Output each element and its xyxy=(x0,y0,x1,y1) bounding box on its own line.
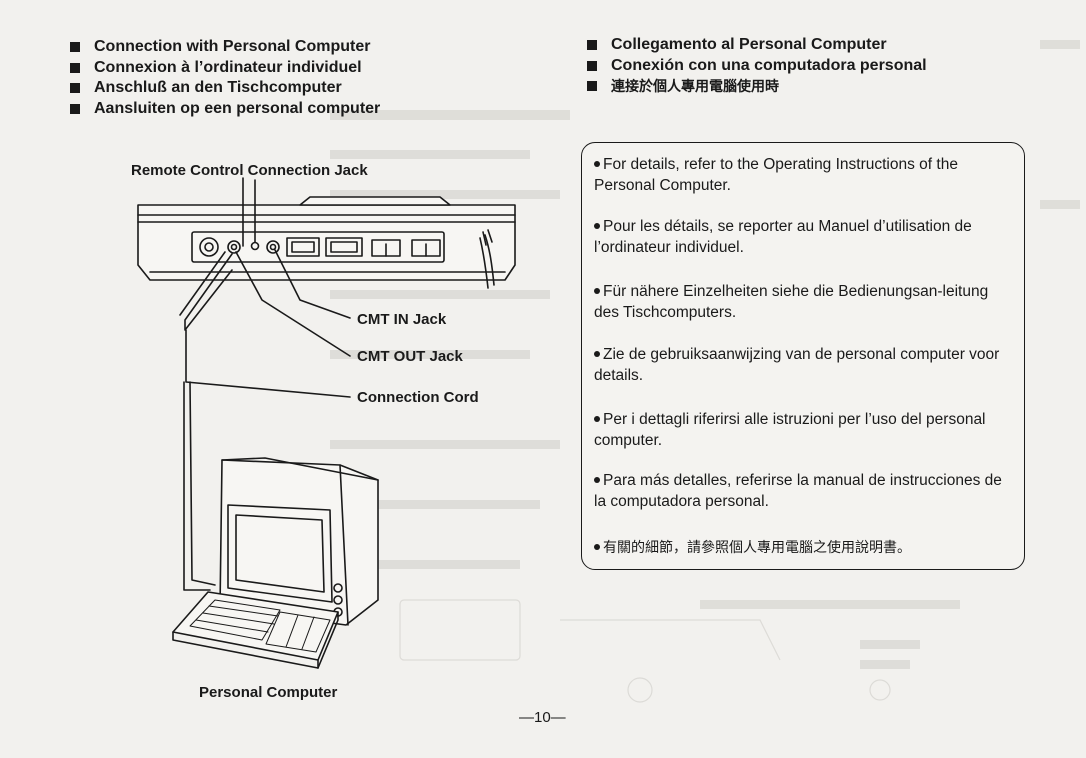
bullet-square-icon xyxy=(70,42,80,53)
right-headings: Collegamento al Personal Computer Conexi… xyxy=(587,35,927,97)
heading-it: Collegamento al Personal Computer xyxy=(587,35,927,56)
note-en: For details, refer to the Operating Inst… xyxy=(594,156,958,194)
bullet-dot-icon xyxy=(594,476,600,483)
label-remote-control-jack: Remote Control Connection Jack xyxy=(131,162,368,179)
bullet-square-icon xyxy=(587,81,597,92)
heading-nl: Aansluiten op een personal computer xyxy=(70,99,380,120)
left-headings: Connection with Personal Computer Connex… xyxy=(70,37,380,119)
note-es: Para más detalles, referirse la manual d… xyxy=(594,472,1002,510)
note-fr: Pour les détails, se reporter au Manuel … xyxy=(594,218,972,256)
bullet-dot-icon xyxy=(594,287,600,294)
bullet-dot-icon xyxy=(594,222,600,229)
bullet-square-icon xyxy=(70,62,80,73)
bullet-square-icon xyxy=(70,83,80,94)
heading-zh: 連接於個人專用電腦使用時 xyxy=(587,76,927,97)
notes-box: For details, refer to the Operating Inst… xyxy=(581,142,1025,570)
label-personal-computer: Personal Computer xyxy=(199,684,338,701)
bullet-square-icon xyxy=(587,40,597,51)
heading-es: Conexión con una computadora personal xyxy=(587,56,927,77)
bullet-dot-icon xyxy=(594,160,600,167)
heading-fr: Connexion à l’ordinateur individuel xyxy=(70,58,380,79)
heading-de: Anschluß an den Tischcomputer xyxy=(70,78,380,99)
note-nl: Zie de gebruiksaanwijzing van de persona… xyxy=(594,346,1000,384)
bullet-dot-icon xyxy=(594,350,600,357)
bullet-dot-icon xyxy=(594,415,600,422)
note-de: Für nähere Einzelheiten siehe die Bedien… xyxy=(594,283,989,321)
label-cmt-in-jack: CMT IN Jack xyxy=(357,311,447,328)
label-connection-cord: Connection Cord xyxy=(357,389,479,406)
note-zh: 有關的細節，請參照個人專用電腦之使用說明書。 xyxy=(594,537,1014,558)
bullet-square-icon xyxy=(70,103,80,114)
label-cmt-out-jack: CMT OUT Jack xyxy=(357,348,463,365)
note-it: Per i dettagli riferirsi alle istruzioni… xyxy=(594,411,986,449)
page-number: —10— xyxy=(519,709,566,726)
bullet-dot-icon xyxy=(594,544,600,551)
heading-en: Connection with Personal Computer xyxy=(70,37,380,58)
bullet-square-icon xyxy=(587,60,597,71)
